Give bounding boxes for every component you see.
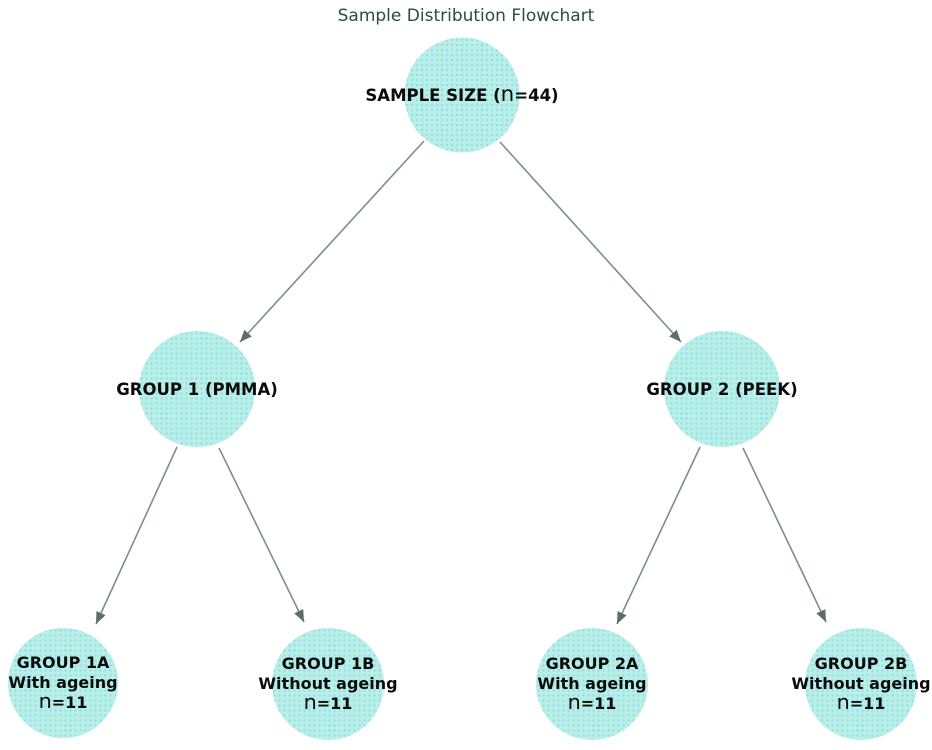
node-sample-size-circle [404,37,520,153]
label-line2: Without ageing [258,674,398,693]
label-text: SAMPLE SIZE ( [365,85,501,105]
label-line1: GROUP 2B [814,654,908,673]
node-group1b-circle [272,628,384,740]
label-line2: Without ageing [791,674,931,693]
label-count: =11 [580,694,617,713]
node-group2b-circle [805,628,917,740]
node-group1b-label: GROUP 1B Without ageing n=11 [258,654,397,714]
chart-title: Sample Distribution Flowchart [337,6,595,26]
math-n-symbol: n [38,689,52,713]
node-sample-size-label: SAMPLE SIZE (n=44) [365,83,559,105]
label-line1: GROUP 1B [281,654,375,673]
edge-group2-to-group2a [616,446,701,625]
edge-group1-to-group1a [95,446,178,625]
node-group1-circle [139,331,255,447]
label-line3: n=11 [8,691,117,713]
math-n-symbol: n [303,690,317,714]
label-line1: GROUP 2A [545,654,639,673]
math-n-symbol: n [500,81,515,107]
node-group2-label: GROUP 2 (PEEK) [646,379,798,399]
label-count: =11 [849,694,886,713]
math-n-symbol: n [567,690,581,714]
math-n-symbol: n [836,690,850,714]
node-group1a-circle [8,628,118,738]
edge-root-to-group1 [239,140,425,343]
label-line1: GROUP 1A [16,653,110,672]
edge-root-to-group2 [499,141,682,343]
label-line3: n=11 [791,692,930,714]
edge-group1-to-group1b [218,447,305,623]
node-group1a-label: GROUP 1A With ageing n=11 [8,653,117,713]
node-group2b-label: GROUP 2B Without ageing n=11 [791,654,930,714]
label-line3: n=11 [537,692,646,714]
label-line3: n=11 [258,692,397,714]
label-count: =11 [316,694,353,713]
node-group2a-circle [536,628,648,740]
label-text: =44) [514,85,559,105]
label-count: =11 [51,693,88,712]
label-line2: With ageing [8,673,118,692]
edge-group2-to-group2b [742,447,827,623]
node-group2a-label: GROUP 2A With ageing n=11 [537,654,646,714]
node-group2-circle [664,331,780,447]
node-group1-label: GROUP 1 (PMMA) [116,379,278,399]
label-line2: With ageing [537,674,647,693]
